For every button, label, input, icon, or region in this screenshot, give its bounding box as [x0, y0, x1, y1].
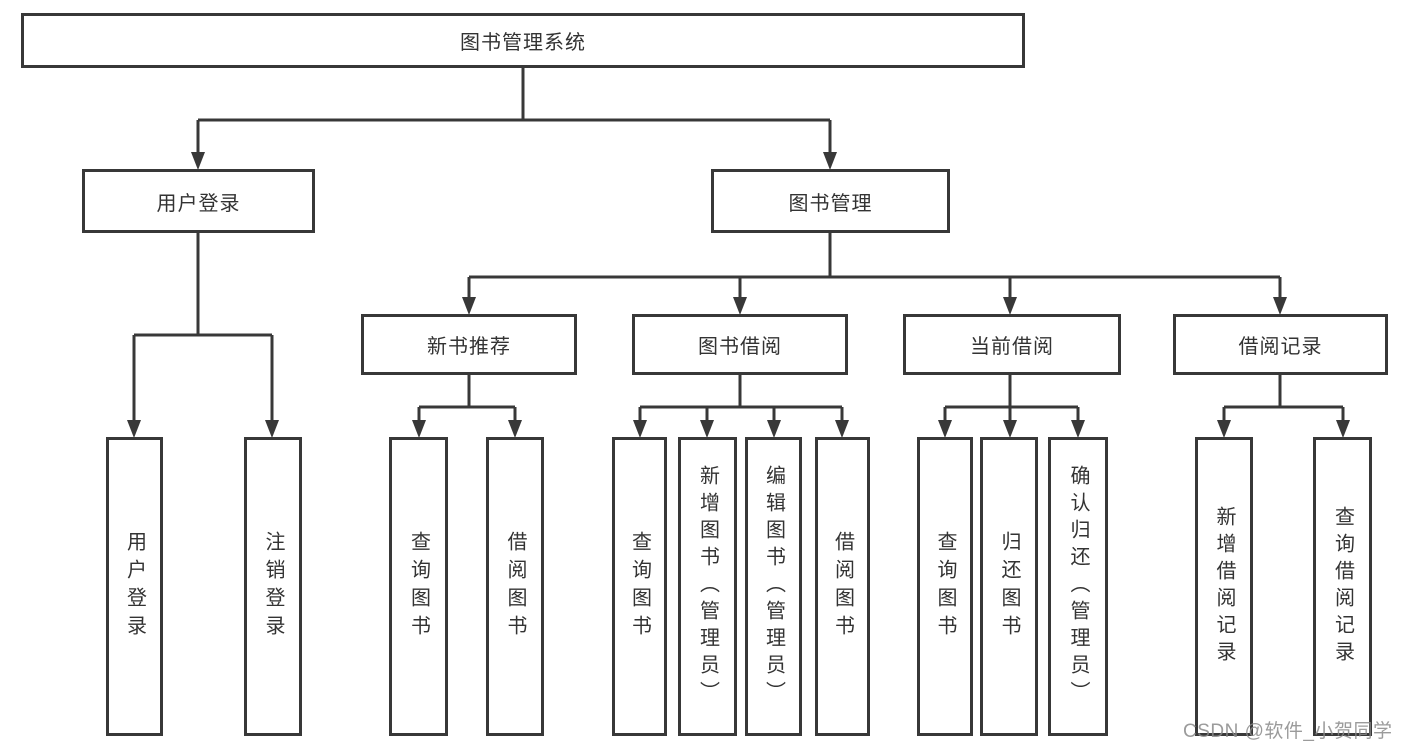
- node-label: 查询图书: [628, 530, 651, 643]
- node-label: 注销登录: [262, 530, 284, 643]
- leaf-add-borrow-record: 新增借阅记录: [1195, 437, 1253, 736]
- node-label: 借阅图书: [831, 530, 854, 643]
- node-user-login: 用户登录: [82, 169, 315, 233]
- node-label: 图书管理系统: [460, 32, 586, 54]
- node-new-book-recommend: 新书推荐: [361, 314, 577, 375]
- leaf-logout: 注销登录: [244, 437, 302, 736]
- node-label: 用户登录: [156, 192, 241, 215]
- node-label: 归还图书: [998, 530, 1020, 643]
- leaf-borrow-book-1: 借阅图书: [486, 437, 544, 736]
- node-label: 编辑图书（管理员）: [762, 465, 785, 708]
- node-book-management: 图书管理: [711, 169, 950, 233]
- node-label: 借阅记录: [1238, 336, 1323, 358]
- node-label: 图书借阅: [698, 336, 782, 358]
- node-label: 查询图书: [407, 530, 430, 643]
- leaf-borrow-book-2: 借阅图书: [815, 437, 870, 736]
- node-label: 新增图书（管理员）: [696, 465, 719, 708]
- leaf-query-book-1: 查询图书: [389, 437, 448, 736]
- leaf-query-borrow-record: 查询借阅记录: [1313, 437, 1372, 736]
- leaf-user-login: 用户登录: [106, 437, 163, 736]
- node-label: 当前借阅: [970, 336, 1054, 358]
- node-label: 图书管理: [788, 192, 873, 215]
- node-label: 新增借阅记录: [1213, 505, 1235, 668]
- node-label: 确认归还（管理员）: [1067, 465, 1089, 708]
- leaf-add-book-admin: 新增图书（管理员）: [678, 437, 737, 736]
- node-label: 新书推荐: [427, 336, 511, 358]
- leaf-return-book: 归还图书: [980, 437, 1038, 736]
- csdn-watermark: CSDN @软件_小贺同学: [1183, 721, 1393, 742]
- node-label: 查询图书: [934, 530, 956, 643]
- node-current-borrow: 当前借阅: [903, 314, 1121, 375]
- leaf-query-book-2: 查询图书: [612, 437, 667, 736]
- node-label: 查询借阅记录: [1331, 505, 1354, 668]
- node-label: 用户登录: [123, 530, 146, 643]
- leaf-confirm-return-admin: 确认归还（管理员）: [1048, 437, 1108, 736]
- leaf-edit-book-admin: 编辑图书（管理员）: [745, 437, 802, 736]
- node-borrow-record: 借阅记录: [1173, 314, 1388, 375]
- node-system-root: 图书管理系统: [21, 13, 1025, 68]
- node-book-borrow: 图书借阅: [632, 314, 848, 375]
- leaf-query-book-3: 查询图书: [917, 437, 973, 736]
- node-label: 借阅图书: [504, 530, 526, 643]
